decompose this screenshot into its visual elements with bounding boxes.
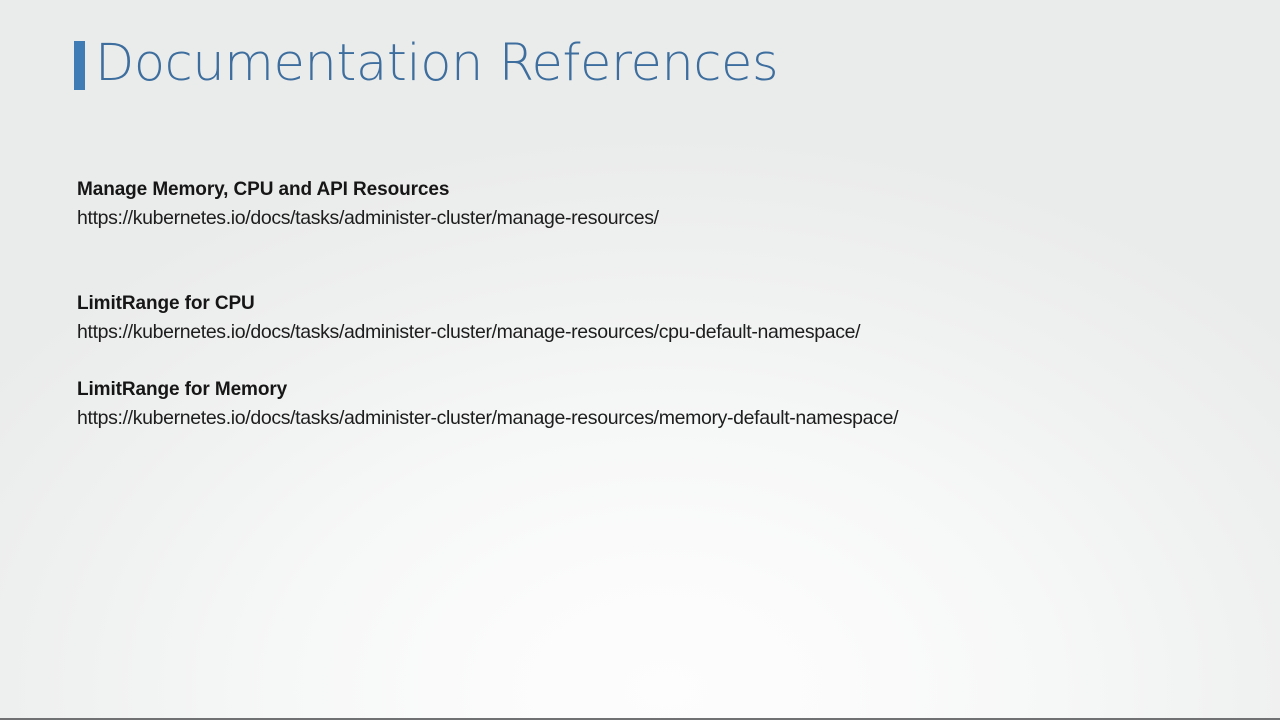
reference-item-manage-resources: Manage Memory, CPU and API Resources htt… [77, 176, 1197, 233]
reference-heading: LimitRange for Memory [77, 379, 288, 401]
title-accent-bar-icon [74, 41, 85, 90]
reference-list: Manage Memory, CPU and API Resources htt… [77, 176, 1197, 434]
reference-item-limitrange-memory: LimitRange for Memory https://kubernetes… [77, 376, 1197, 433]
reference-item-limitrange-cpu: LimitRange for CPU https://kubernetes.io… [77, 290, 1197, 347]
reference-url[interactable]: https://kubernetes.io/docs/tasks/adminis… [77, 206, 659, 229]
slide-title-row: Documentation References [74, 34, 779, 93]
reference-heading: LimitRange for CPU [77, 293, 255, 315]
reference-heading: Manage Memory, CPU and API Resources [77, 179, 450, 200]
reference-url[interactable]: https://kubernetes.io/docs/tasks/adminis… [77, 406, 899, 429]
page-title: Documentation References [95, 34, 779, 93]
reference-url[interactable]: https://kubernetes.io/docs/tasks/adminis… [77, 320, 861, 343]
section-spacer [77, 347, 1197, 376]
section-spacer [77, 233, 1197, 290]
